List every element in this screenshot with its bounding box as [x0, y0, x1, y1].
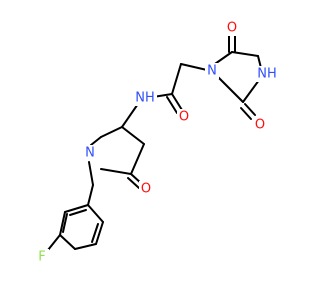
- pyrrolidinone-oxygen-label: O: [139, 181, 153, 197]
- label-background: [253, 117, 267, 133]
- bond-c5-o-double-b: [127, 177, 140, 189]
- atom-symbol: O: [141, 182, 151, 197]
- bond-ar-inner-2: [62, 213, 68, 233]
- bond-c5-c4: [231, 51, 259, 57]
- label-background: [225, 20, 239, 36]
- atom-symbol: N: [207, 64, 217, 79]
- atom-symbol: N: [85, 146, 95, 161]
- atom-symbol: O: [179, 110, 189, 125]
- bond-c5-n1: [100, 168, 132, 175]
- bond-ar-2: [95, 221, 104, 245]
- bond-ar-3: [74, 243, 97, 250]
- bond-carbonyl-o-double-b: [166, 96, 178, 114]
- label-background: [133, 90, 157, 106]
- bond-ch2-carbonyl: [171, 63, 182, 95]
- label-background: [255, 66, 279, 82]
- bond-n1-c2: [90, 136, 102, 146]
- atom-symbol: NH: [257, 67, 277, 82]
- imidazolidine-n1-label: N: [205, 63, 219, 79]
- bond-c2-o-double-b: [240, 107, 252, 120]
- bond-ar-inner-3: [69, 209, 87, 216]
- atom-symbol: O: [255, 118, 265, 133]
- label-background: [139, 181, 153, 197]
- bond-n1-ch2: [180, 63, 208, 71]
- bond-c2-c3: [100, 126, 123, 138]
- label-background: [177, 109, 191, 125]
- amide-oxygen-label: O: [177, 109, 191, 125]
- bond-ar-4: [59, 234, 76, 250]
- bond-c4-c5: [130, 143, 145, 175]
- bond-ar-f: [47, 234, 61, 251]
- label-background: [83, 145, 97, 161]
- bond-ar-inner-1: [91, 223, 99, 243]
- label-background: [205, 63, 219, 79]
- molecule-structure-diagram: O N NH O NH O N O: [35, 20, 279, 265]
- imidazolidine-n3h-label: NH: [255, 66, 279, 82]
- bond-ar-6: [64, 204, 89, 213]
- bond-c2-o-double-a: [244, 103, 256, 116]
- bond-c2-n1: [216, 75, 244, 103]
- atom-labels: O N NH O NH O N O: [35, 20, 279, 265]
- imidazolidine-c5-oxygen-label: O: [225, 20, 239, 36]
- imidazolidine-c2-oxygen-label: O: [253, 117, 267, 133]
- atom-symbol: O: [227, 21, 237, 36]
- aryl-fluorine-label: F: [35, 249, 49, 265]
- bond-n1-ch2-benzyl: [88, 161, 94, 186]
- bond-ch2-aryl: [87, 184, 94, 206]
- amide-nh-label: NH: [133, 90, 157, 106]
- atom-symbol: NH: [135, 91, 155, 106]
- bond-ar-5: [59, 211, 66, 236]
- bond-c3-c4: [121, 126, 145, 145]
- bond-ar-1: [87, 204, 104, 223]
- bond-carbonyl-o-double-a: [171, 93, 183, 111]
- pyrrolidinone-n-label: N: [83, 145, 97, 161]
- atom-symbol: F: [38, 250, 45, 265]
- bonds: [47, 34, 263, 251]
- label-background: [35, 249, 49, 265]
